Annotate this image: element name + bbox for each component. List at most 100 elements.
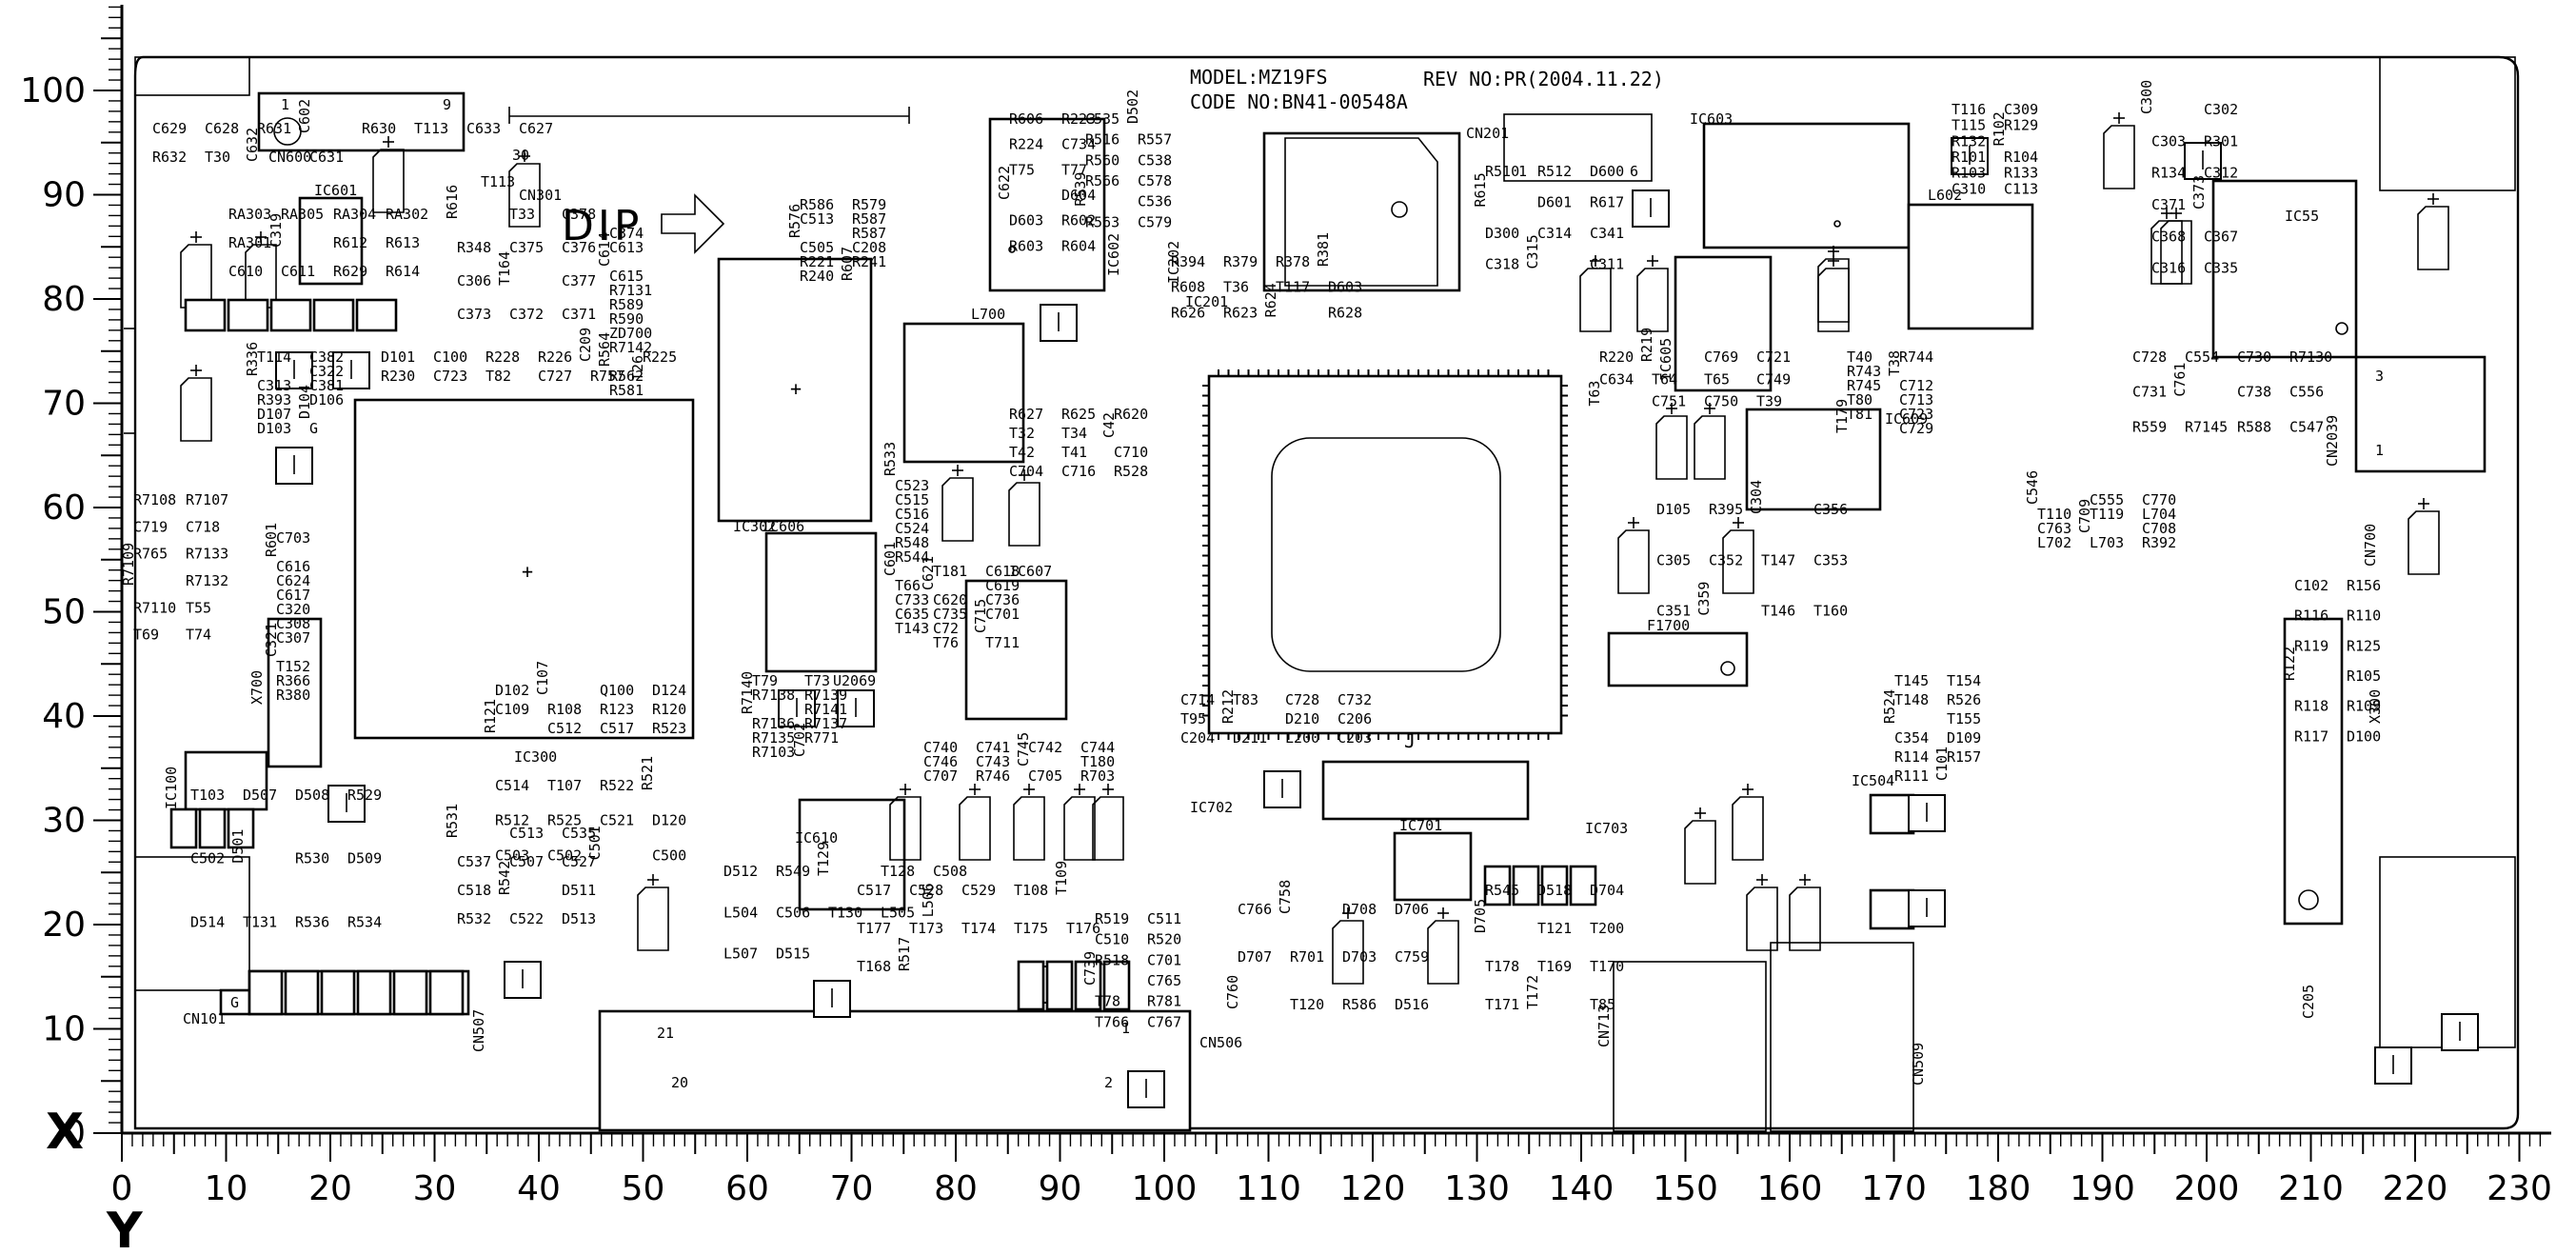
component-ref-label: T181 <box>933 563 967 580</box>
svg-text:21: 21 <box>657 1025 674 1042</box>
component-ref-label: C739 <box>1081 951 1099 986</box>
component-ref-label: R104 <box>2004 149 2038 166</box>
component-ref-label: T82 <box>485 368 511 385</box>
component-ref-label: D507 <box>243 787 277 804</box>
component-ref-label: T178 <box>1485 958 1519 975</box>
svg-text:1: 1 <box>1518 163 1527 180</box>
component-ref-label: C100 <box>433 349 467 366</box>
component-ref-label: C618 <box>985 563 1020 580</box>
component-ref-label: R614 <box>386 263 420 280</box>
component-ref-label: R559 <box>2132 418 2167 435</box>
component-ref-label: R225 <box>643 349 677 366</box>
component-ref-label: R378 <box>1276 253 1310 270</box>
cn507-label: CN507 <box>470 1009 487 1052</box>
component-ref-label: T145 <box>1894 672 1929 689</box>
resistor-array-segment <box>392 969 428 1016</box>
component-ref-label: R589 <box>609 296 644 313</box>
component-ref-label: R587 <box>852 210 886 228</box>
component-ref-label: C619 <box>985 577 1020 594</box>
component-ref-label: C375 <box>509 239 544 256</box>
component-ref-label: T154 <box>1947 672 1981 689</box>
component-ref-label: R590 <box>609 310 644 328</box>
connector-cn2039: 3 1 CN2039 <box>2324 355 2487 473</box>
component-ref-label: L703 <box>2090 534 2124 551</box>
component-ref-label: R336 <box>244 342 261 376</box>
component-ref-label: T130 <box>828 904 862 921</box>
component-ref-label: C109 <box>495 701 529 718</box>
capacitor-outline <box>637 886 669 951</box>
component-ref-label: C335 <box>2204 260 2238 277</box>
resistor-array-segment <box>320 969 356 1016</box>
capacitor-outline <box>1722 529 1754 594</box>
component-ref-label: R560 <box>1085 151 1120 169</box>
component-ref-label: C307 <box>276 629 310 647</box>
resistor-array-segment <box>1074 960 1102 1011</box>
component-ref-label: C312 <box>2204 165 2238 182</box>
component-ref-label: C502 <box>190 850 225 867</box>
component-ref-label: T30 <box>205 149 230 166</box>
component-ref-label: T108 <box>1014 882 1048 899</box>
component-ref-label: C320 <box>276 601 310 618</box>
svg-text:30: 30 <box>512 147 529 164</box>
component-ref-label: R125 <box>2347 637 2381 654</box>
l601-label: L602 <box>1928 187 1962 204</box>
component-ref-label: C501 <box>586 826 604 860</box>
x-tick-label: 60 <box>725 1169 769 1208</box>
component-ref-label: R539 <box>1072 172 1089 207</box>
component-ref-label: R627 <box>1009 406 1043 423</box>
component-ref-label: R533 <box>882 442 899 476</box>
component-ref-label: C554 <box>2185 349 2219 366</box>
component-ref-label: C42 <box>1100 412 1118 438</box>
component-ref-label: T177 <box>857 920 891 937</box>
component-ref-label: D704 <box>1590 882 1624 899</box>
component-ref-label: T40 <box>1847 349 1873 366</box>
component-ref-label: R781 <box>1147 993 1181 1010</box>
component-ref-label: R744 <box>1899 349 1933 366</box>
component-ref-label: D515 <box>776 946 810 963</box>
component-ref-label: R108 <box>547 701 582 718</box>
component-ref-label: T200 <box>1590 920 1624 937</box>
component-ref-label: R628 <box>1328 304 1362 321</box>
component-ref-label: R7132 <box>186 572 228 589</box>
component-ref-label: C305 <box>1656 551 1691 568</box>
component-ref-label: C769 <box>1704 349 1738 366</box>
component-ref-label: C518 <box>457 882 491 899</box>
component-ref-label: R549 <box>776 863 810 880</box>
component-ref-label: C719 <box>133 518 168 535</box>
component-ref-label: R212 <box>1219 689 1237 724</box>
component-ref-label: T39 <box>1756 393 1782 410</box>
component-ref-label: R516 <box>1085 131 1120 149</box>
component-ref-label: C513 <box>800 210 834 228</box>
component-ref-label: R116 <box>2294 608 2328 625</box>
model-label: MODEL:MZ19FS <box>1190 66 1328 89</box>
component-ref-label: R230 <box>381 368 415 385</box>
component-ref-label: T148 <box>1894 691 1929 708</box>
component-ref-label: C506 <box>776 904 810 921</box>
y-tick-label: 80 <box>42 280 86 319</box>
svg-text:6: 6 <box>1630 163 1638 180</box>
component-ref-label: D513 <box>562 910 596 927</box>
capacitor-outline <box>941 477 974 542</box>
component-ref-label: T66 <box>895 577 921 594</box>
component-ref-label: RA304 <box>333 206 376 223</box>
component-ref-label: D603 <box>1009 212 1043 229</box>
component-ref-label: C536 <box>1138 193 1172 210</box>
x-tick-label: 150 <box>1653 1169 1718 1208</box>
component-ref-label: R545 <box>1485 882 1519 899</box>
component-ref-label: C527 <box>562 853 596 870</box>
component-ref-label: C503 <box>495 847 529 864</box>
component-ref-label: R519 <box>1095 910 1129 927</box>
component-ref-label: D501 <box>229 829 247 864</box>
resistor-array-segment <box>184 298 227 332</box>
component-ref-label: D705 <box>1472 899 1489 933</box>
component-ref-label: C322 <box>309 363 344 380</box>
component-ref-label: ZD700 <box>609 325 652 342</box>
y-tick-label: 10 <box>42 1010 86 1049</box>
component-ref-label: T85 <box>1590 996 1615 1013</box>
component-ref-label: D703 <box>1342 948 1377 966</box>
resistor-array-segment <box>428 969 465 1016</box>
component-ref-label: C746 <box>923 753 958 770</box>
component-ref-label: C759 <box>1395 948 1429 966</box>
component-ref-label: T172 <box>1524 975 1541 1009</box>
